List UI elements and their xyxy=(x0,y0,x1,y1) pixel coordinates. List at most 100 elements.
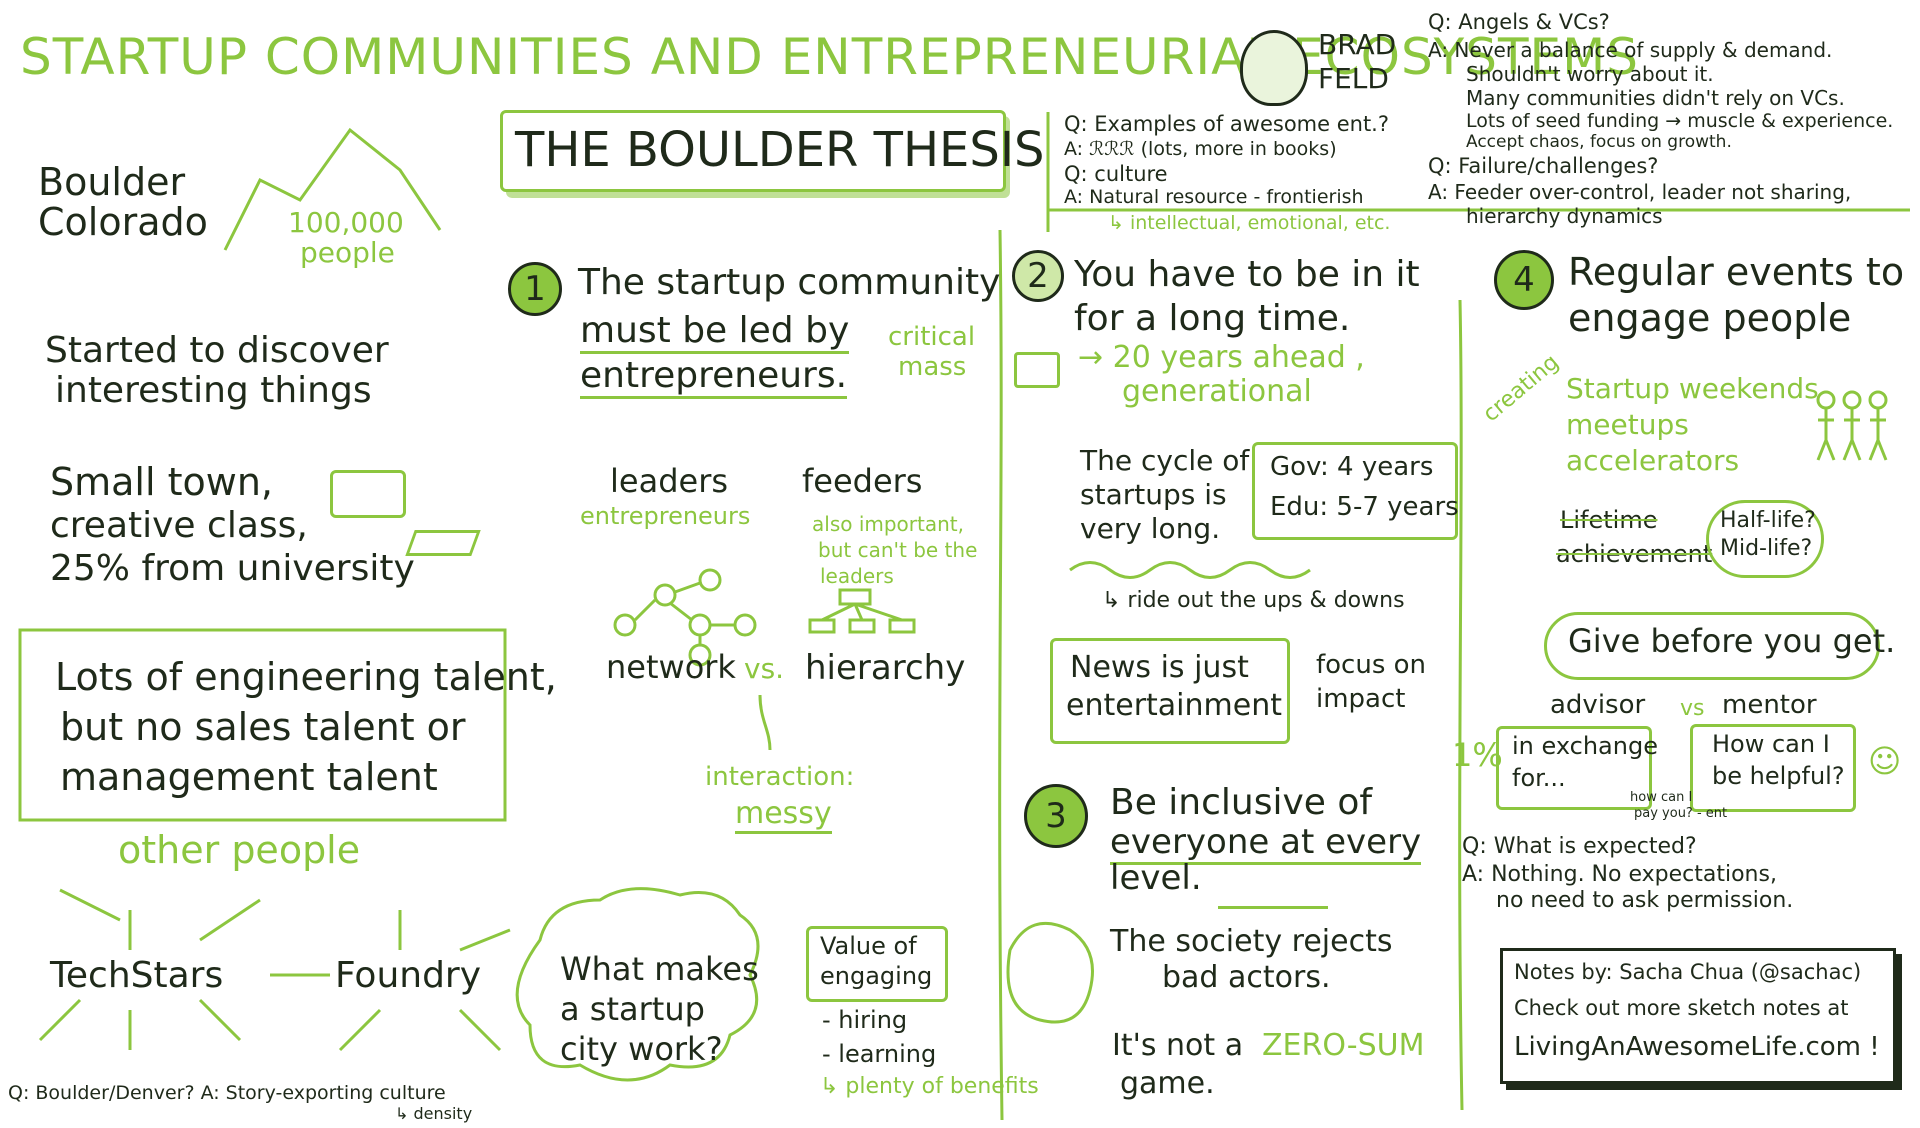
advisor-label: advisor xyxy=(1550,690,1646,720)
qa-right-a1-line: Shouldn't worry about it. xyxy=(1466,62,1714,86)
point-2-line: for a long time. xyxy=(1074,298,1351,339)
interaction-line: interaction: xyxy=(705,762,855,792)
network-label: network xyxy=(606,648,736,686)
qa-right-a1-line: Lots of seed funding → muscle & experien… xyxy=(1466,110,1894,132)
point-2-badge: 2 xyxy=(1012,250,1064,302)
speaker-avatar xyxy=(1240,30,1308,106)
point-1-line: entrepreneurs. xyxy=(580,355,848,399)
point-3-line: Be inclusive of xyxy=(1110,782,1373,823)
qa-right-a1-line: Accept chaos, focus on growth. xyxy=(1466,132,1732,152)
news-box xyxy=(1050,638,1290,744)
lifetime-line: achievement xyxy=(1556,540,1713,568)
location-line: Boulder xyxy=(38,160,186,204)
news-line: entertainment xyxy=(1066,688,1282,723)
page-title: STARTUP COMMUNITIES AND ENTREPRENEURIAL … xyxy=(20,28,1639,86)
years-line: generational xyxy=(1122,374,1312,409)
give-label: Give before you get. xyxy=(1568,622,1896,660)
zero-sum-suffix: game. xyxy=(1120,1066,1215,1101)
value-title-line: engaging xyxy=(820,962,933,990)
edu-years: Edu: 5-7 years xyxy=(1270,492,1459,522)
qa-middle-a1: A: ℛℛℛ (lots, more in books) xyxy=(1064,138,1337,160)
focus-line: impact xyxy=(1316,684,1406,714)
give-bubble xyxy=(1544,612,1880,680)
exchange-line: for... xyxy=(1512,764,1566,792)
small-town-line: 25% from university xyxy=(50,548,415,589)
expected-answer: A: Nothing. No expectations, xyxy=(1462,862,1777,887)
point-1-line: must be led by xyxy=(580,310,850,354)
qa-right-a1-line: A: Never a balance of supply & demand. xyxy=(1428,38,1833,62)
ride-note: ↳ ride out the ups & downs xyxy=(1102,588,1405,613)
society-line: bad actors. xyxy=(1162,960,1331,995)
point-3-badge: 3 xyxy=(1024,784,1088,848)
calendar-icon xyxy=(1014,352,1060,388)
other-people-label: other people xyxy=(118,828,361,872)
population-line: 100,000 xyxy=(288,206,404,239)
thesis-box xyxy=(500,110,1006,192)
foundry-label: Foundry xyxy=(335,955,482,996)
qa-right-a2-line: A: Feeder over-control, leader not shari… xyxy=(1428,180,1852,204)
leaders-sub: entrepreneurs xyxy=(580,502,751,530)
news-line: News is just xyxy=(1070,650,1249,685)
exchange-box xyxy=(1496,726,1652,810)
talent-line: Lots of engineering talent, xyxy=(55,655,557,699)
value-item: - learning xyxy=(822,1040,937,1068)
speaker-last-name: FELD xyxy=(1318,62,1389,95)
helpful-box xyxy=(1690,724,1856,812)
focus-line: focus on xyxy=(1316,650,1427,680)
percent-label: 1% xyxy=(1452,736,1503,774)
qa-right-a2-line: hierarchy dynamics xyxy=(1466,204,1663,228)
point-1-badge: 1 xyxy=(508,262,562,316)
city-line: a startup xyxy=(560,990,705,1028)
value-title-line: Value of xyxy=(820,932,917,960)
helpful-line: be helpful? xyxy=(1712,762,1845,790)
city-line: What makes xyxy=(560,950,759,988)
talent-line: but no sales talent or xyxy=(60,705,466,749)
qa-right-q2: Q: Failure/challenges? xyxy=(1428,154,1659,178)
talent-line: management talent xyxy=(60,755,438,799)
feeders-sub: also important, xyxy=(812,512,964,536)
event-item: accelerators xyxy=(1566,444,1740,477)
society-line: The society rejects xyxy=(1110,924,1393,959)
point-1-line: The startup community xyxy=(578,262,1001,303)
advisor-vs: vs xyxy=(1680,696,1705,721)
vs-label: vs. xyxy=(744,652,785,685)
leaders-label: leaders xyxy=(610,462,729,500)
feeders-sub: leaders xyxy=(820,564,894,588)
halflife-line: Half-life? xyxy=(1720,508,1816,533)
started-line: Started to discover xyxy=(45,330,389,371)
cycle-line: The cycle of xyxy=(1080,444,1250,477)
expected-question: Q: What is expected? xyxy=(1462,834,1697,859)
credits-line: Notes by: Sacha Chua (@sachac) xyxy=(1514,960,1862,984)
expected-answer: no need to ask permission. xyxy=(1496,888,1794,913)
people-group-icon xyxy=(1218,856,1328,909)
value-item: - hiring xyxy=(822,1006,908,1034)
qa-middle-a2-sub: ↳ intellectual, emotional, etc. xyxy=(1108,212,1391,234)
event-item: meetups xyxy=(1566,408,1689,441)
interaction-line: messy xyxy=(735,796,832,834)
helpful-line: How can I xyxy=(1712,730,1830,758)
credits-link[interactable]: LivingAnAwesomeLife.com ! xyxy=(1514,1032,1880,1062)
boulder-denver-question: Q: Boulder/Denver? A: Story-exporting cu… xyxy=(8,1082,446,1104)
value-box xyxy=(806,926,948,1002)
location-line: Colorado xyxy=(38,200,208,244)
how-can-line: how can I xyxy=(1630,790,1693,805)
credits-line: Check out more sketch notes at xyxy=(1514,996,1849,1020)
thesis-title: THE BOULDER THESIS xyxy=(515,122,1045,178)
point-3-line: level. xyxy=(1110,858,1202,898)
van-icon xyxy=(330,470,406,518)
hierarchy-label: hierarchy xyxy=(805,648,966,688)
small-town-line: Small town, xyxy=(50,460,274,504)
qa-middle-q1: Q: Examples of awesome ent.? xyxy=(1064,112,1390,136)
event-item: Startup weekends xyxy=(1566,372,1819,405)
exchange-line: in exchange xyxy=(1512,732,1658,760)
boulder-denver-sub: ↳ density xyxy=(395,1104,473,1123)
cycle-line: startups is xyxy=(1080,478,1227,511)
qa-right-a1-line: Many communities didn't rely on VCs. xyxy=(1466,86,1845,110)
population-line: people xyxy=(300,236,395,269)
started-line: interesting things xyxy=(55,370,372,411)
zero-sum-prefix: It's not a xyxy=(1112,1028,1244,1063)
halflife-bubble xyxy=(1706,500,1824,578)
feeders-sub: but can't be the xyxy=(818,538,978,562)
value-item: ↳ plenty of benefits xyxy=(820,1074,1039,1099)
techstars-label: TechStars xyxy=(50,955,224,996)
